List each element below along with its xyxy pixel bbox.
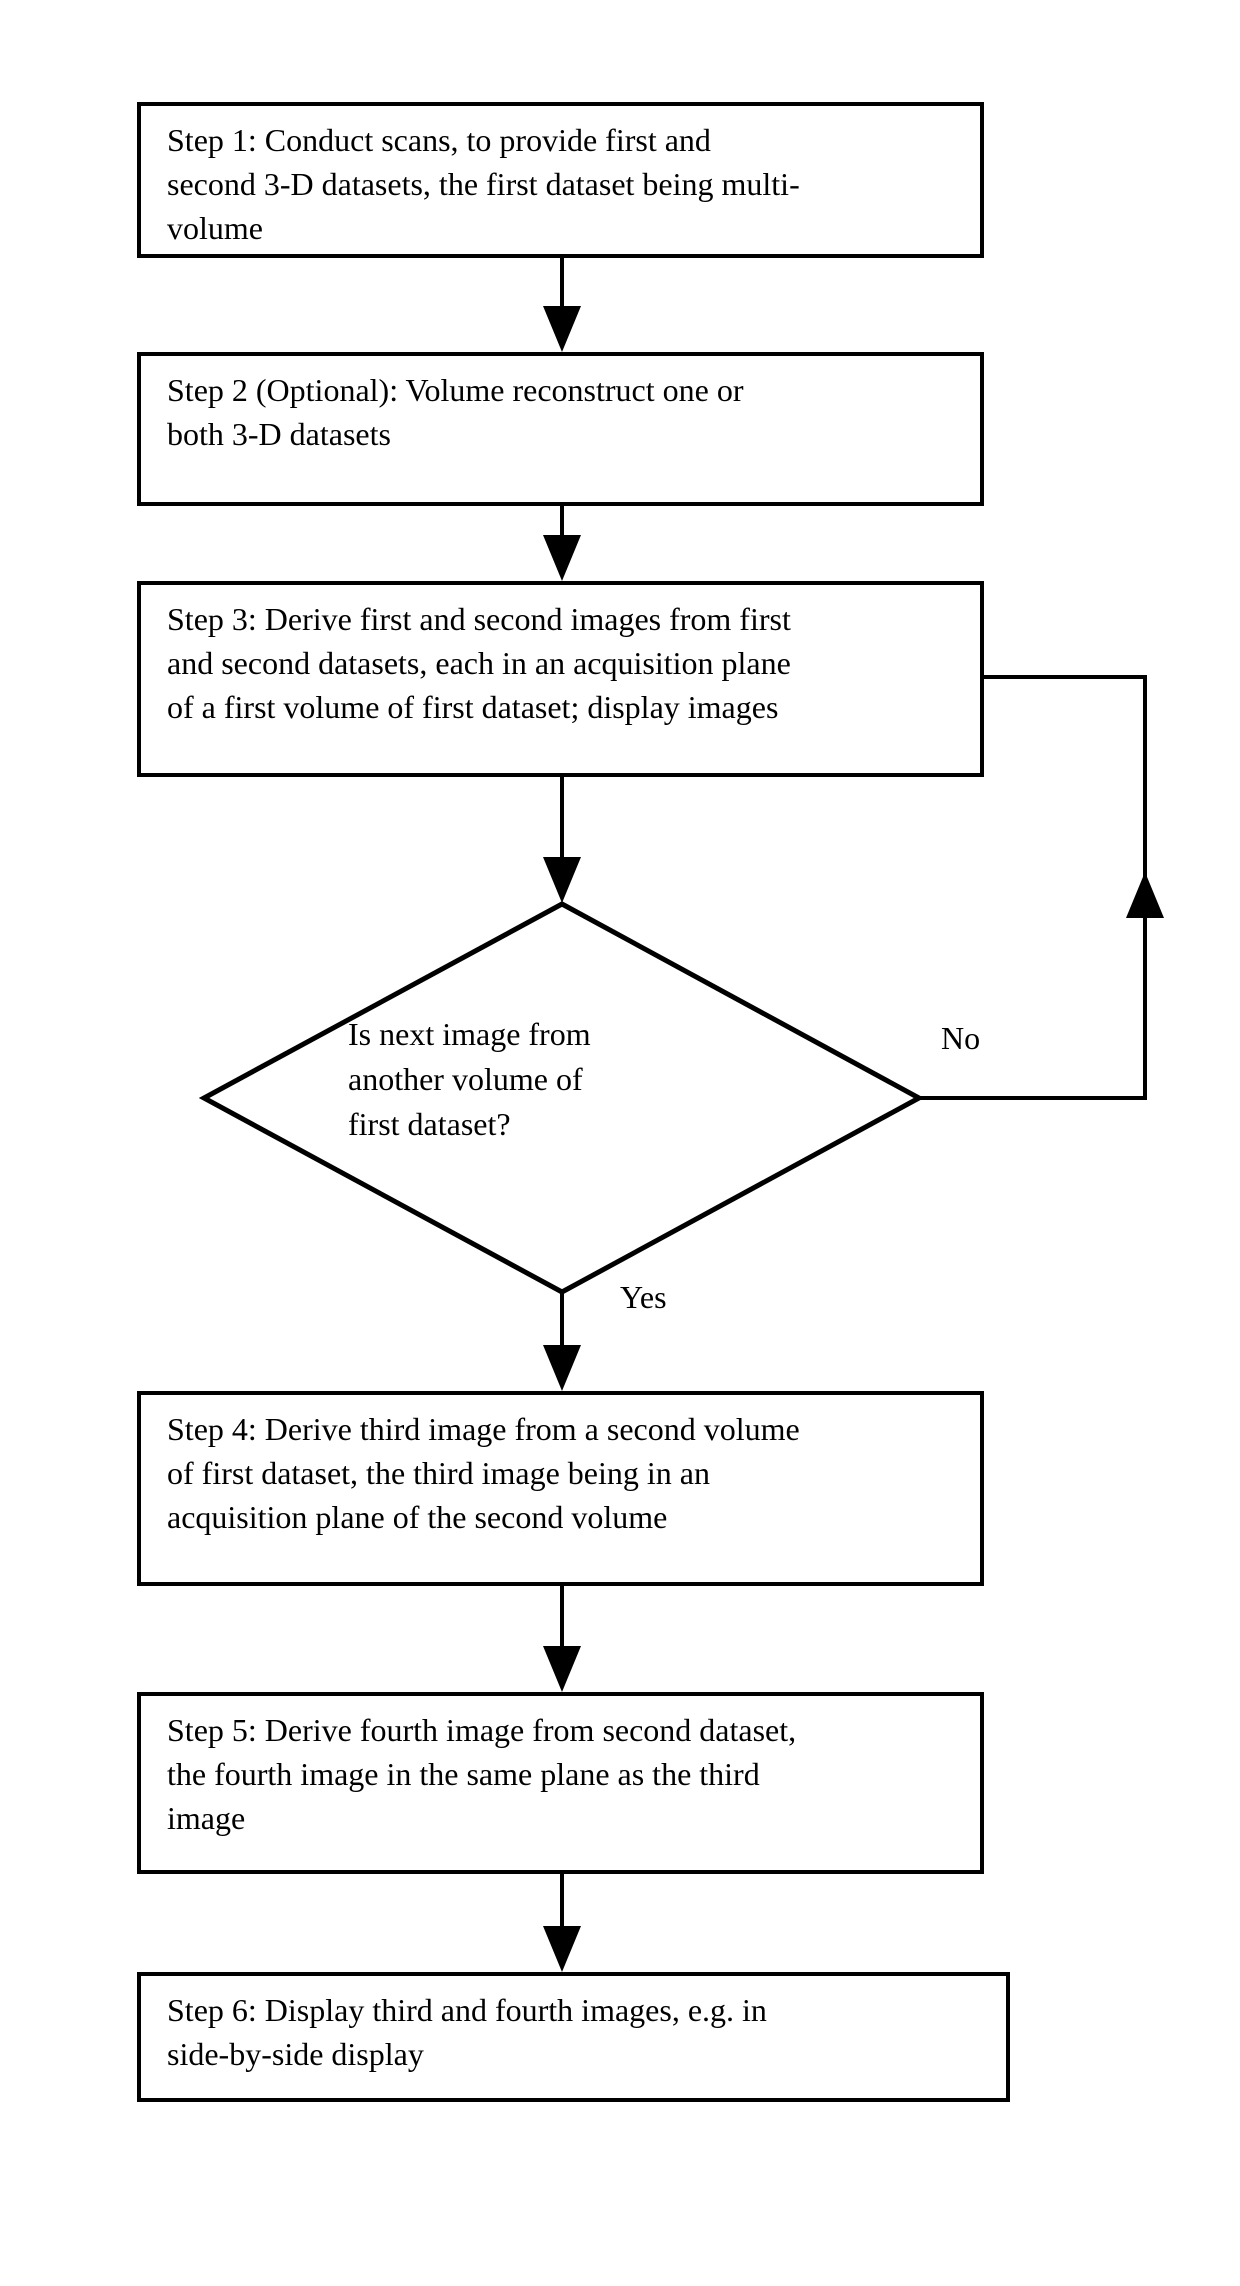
edge-label-no: No: [941, 1020, 981, 1056]
process-box-step3-text: Step 3: Derive first and second images f…: [167, 601, 791, 725]
decision-text: Is next image from another volume of fir…: [348, 1016, 591, 1142]
process-box-step6-text: Step 6: Display third and fourth images,…: [167, 1992, 767, 2072]
process-box-step6: Step 6: Display third and fourth images,…: [137, 1972, 1010, 2102]
arrow-step2-step3-head: [543, 535, 581, 581]
arrow-decision-step4-head: [543, 1345, 581, 1391]
arrow-step1-step2-head: [543, 306, 581, 352]
process-box-step1: Step 1: Conduct scans, to provide first …: [137, 102, 984, 258]
process-box-step5: Step 5: Derive fourth image from second …: [137, 1692, 984, 1874]
process-box-step1-text: Step 1: Conduct scans, to provide first …: [167, 122, 800, 246]
process-box-step5-text: Step 5: Derive fourth image from second …: [167, 1712, 797, 1836]
edge-label-yes: Yes: [620, 1279, 667, 1315]
arrow-step5-step6-head: [543, 1926, 581, 1972]
arrow-step3-decision-head: [543, 857, 581, 903]
process-box-step3: Step 3: Derive first and second images f…: [137, 581, 984, 777]
process-box-step4: Step 4: Derive third image from a second…: [137, 1391, 984, 1586]
arrow-step4-step5-head: [543, 1646, 581, 1692]
no-loop-arrowhead: [1126, 872, 1164, 918]
process-box-step4-text: Step 4: Derive third image from a second…: [167, 1411, 800, 1535]
process-box-step2-text: Step 2 (Optional): Volume reconstruct on…: [167, 372, 744, 452]
process-box-step2: Step 2 (Optional): Volume reconstruct on…: [137, 352, 984, 506]
